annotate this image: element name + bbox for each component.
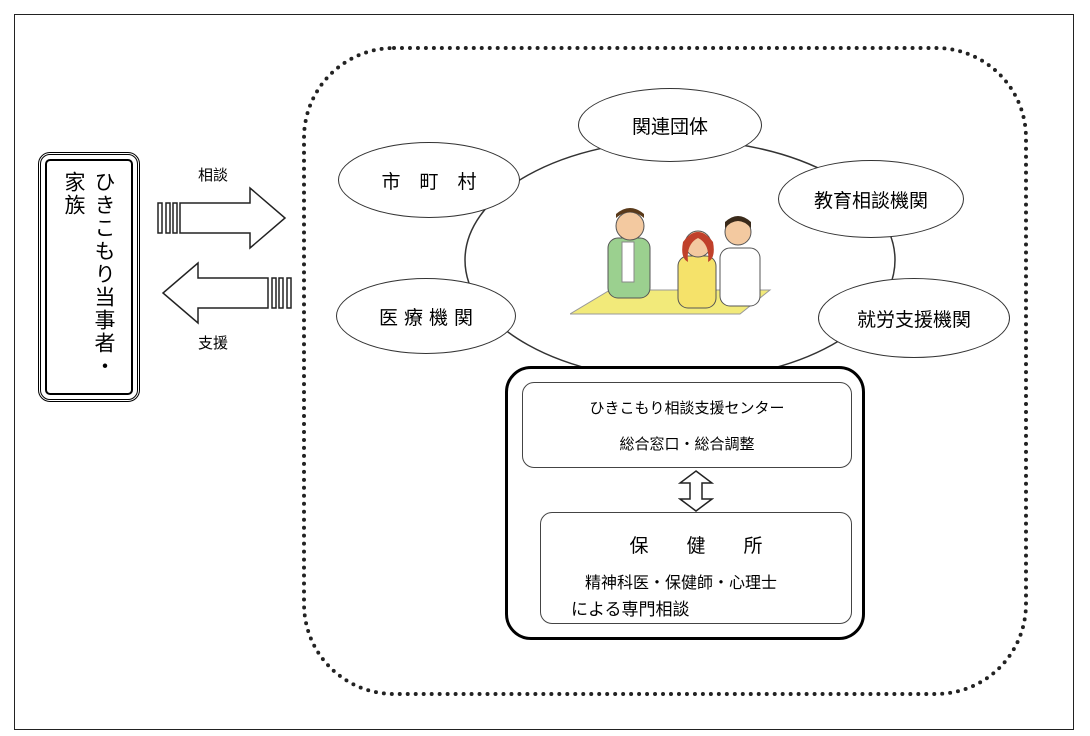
health-office-staff: 精神科医・保健師・心理士: [585, 573, 778, 592]
consult-arrow: [157, 186, 287, 250]
consult-label: 相談: [198, 166, 229, 184]
support-label: 支援: [198, 334, 229, 352]
health-office-box: 保 健 所 精神科医・保健師・心理士 による専門相談: [540, 512, 852, 624]
client-woman-figure: [677, 230, 717, 309]
person-family-box: ひきこもり当事者・家族: [38, 152, 140, 402]
arrows-group: [157, 186, 292, 325]
node-municipality: 市 町 村: [338, 142, 520, 218]
node-education-consultation: 教育相談機関: [778, 160, 964, 238]
health-office-service: による専門相談: [571, 600, 690, 620]
client-man-figure: [719, 216, 761, 307]
support-center-subtitle: 総合窓口・総合調整: [619, 435, 755, 453]
counseling-illustration: [570, 208, 772, 315]
person-family-label: ひきこもり当事者・家族: [62, 171, 116, 378]
support-arrow: [161, 261, 292, 325]
network-region: [302, 46, 1028, 696]
counselor-figure: [607, 208, 651, 299]
support-center-title: ひきこもり相談支援センター: [589, 399, 785, 417]
bidirectional-arrow: [678, 470, 714, 512]
node-employment-support: 就労支援機関: [818, 278, 1010, 358]
health-office-title: 保 健 所: [629, 535, 763, 557]
node-medical-institution: 医 療 機 関: [336, 278, 516, 354]
support-center-box: ひきこもり相談支援センター 総合窓口・総合調整: [522, 382, 852, 468]
node-related-organizations: 関連団体: [578, 88, 762, 162]
